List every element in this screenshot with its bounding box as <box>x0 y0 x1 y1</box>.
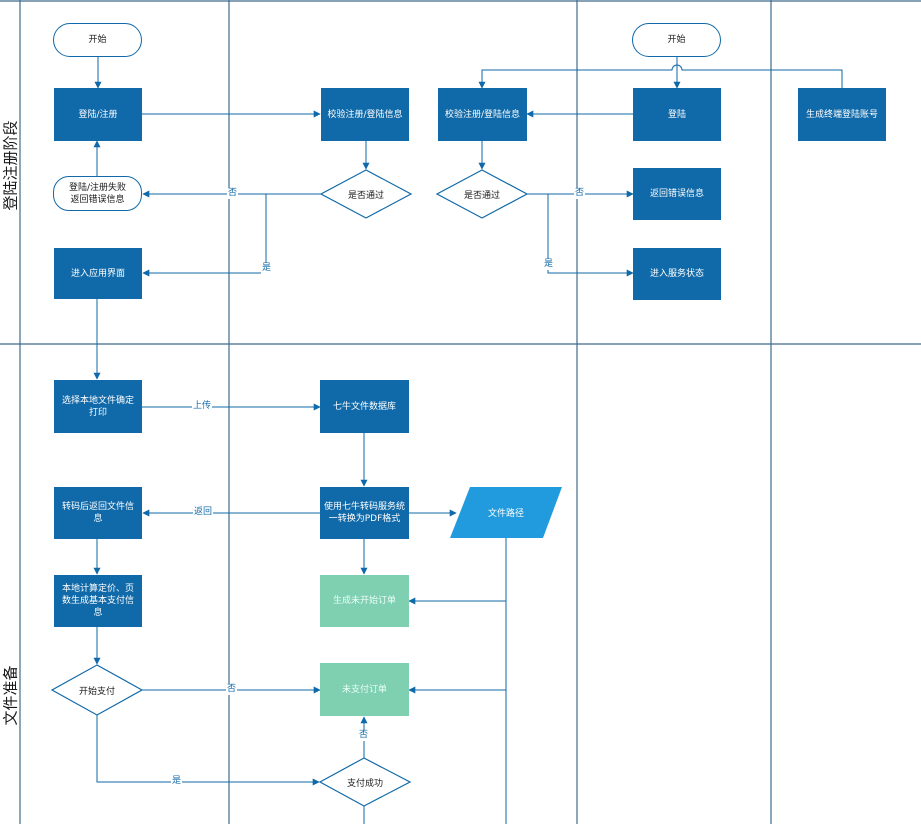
select-file-box: 选择本地文件确定打印 <box>54 380 142 433</box>
decision-pass-right-label: 是否通过 <box>463 190 500 201</box>
enter-service-box: 进入服务状态 <box>633 248 721 300</box>
start-left-terminal: 开始 <box>53 23 142 57</box>
lane-label-login: 登陆注册阶段 <box>1 119 20 211</box>
login-right-box: 登陆 <box>633 88 721 141</box>
edge-label-upload: 上传 <box>192 401 213 412</box>
verify-left-box: 校验注册/登陆信息 <box>321 88 409 141</box>
edge-label-no-3: 否 <box>226 684 238 695</box>
qiniu-convert-box: 使用七牛转码服务统一转换为PDF格式 <box>320 487 409 539</box>
unpaid-order-box: 未支付订单 <box>320 663 409 716</box>
decision-pass-left-shape <box>319 169 413 219</box>
edge-label-return: 返回 <box>193 507 214 518</box>
edge-label-no-2: 否 <box>574 188 586 199</box>
gen-account-box: 生成终端登陆账号 <box>798 88 886 141</box>
connectors <box>93 57 843 824</box>
enter-app-box: 进入应用界面 <box>54 248 142 299</box>
lane-label-file-prep: 文件准备 <box>1 664 20 726</box>
qiniu-db-box: 七牛文件数据库 <box>320 380 409 433</box>
data-file-path-shape <box>450 487 562 538</box>
login-register-box: 登陆/注册 <box>54 88 142 141</box>
start-right-terminal: 开始 <box>632 23 721 57</box>
decision-pass-right-shape <box>435 169 529 219</box>
edge-label-no-1: 否 <box>227 188 239 199</box>
decision-pass-left-label: 是否通过 <box>347 190 384 201</box>
login-fail-terminal: 登陆/注册失败 返回错误信息 <box>53 176 142 211</box>
edge-label-yes-3: 是 <box>171 776 183 787</box>
decision-pay-success-label: 支付成功 <box>346 778 383 789</box>
return-error-box: 返回错误信息 <box>633 168 721 220</box>
calc-price-box: 本地计算定价、页数生成基本支付信息 <box>54 575 142 627</box>
verify-right-box: 校验注册/登陆信息 <box>438 88 527 141</box>
data-file-path-label: 文件路径 <box>487 508 524 519</box>
edge-label-no-4: 否 <box>358 730 370 741</box>
edge-label-yes-2: 是 <box>543 259 555 270</box>
gen-order-box: 生成未开始订单 <box>320 575 409 627</box>
decision-start-pay-label: 开始支付 <box>78 686 115 697</box>
edge-label-yes-1: 是 <box>261 263 273 274</box>
convert-back-box: 转码后返回文件信息 <box>54 487 142 539</box>
